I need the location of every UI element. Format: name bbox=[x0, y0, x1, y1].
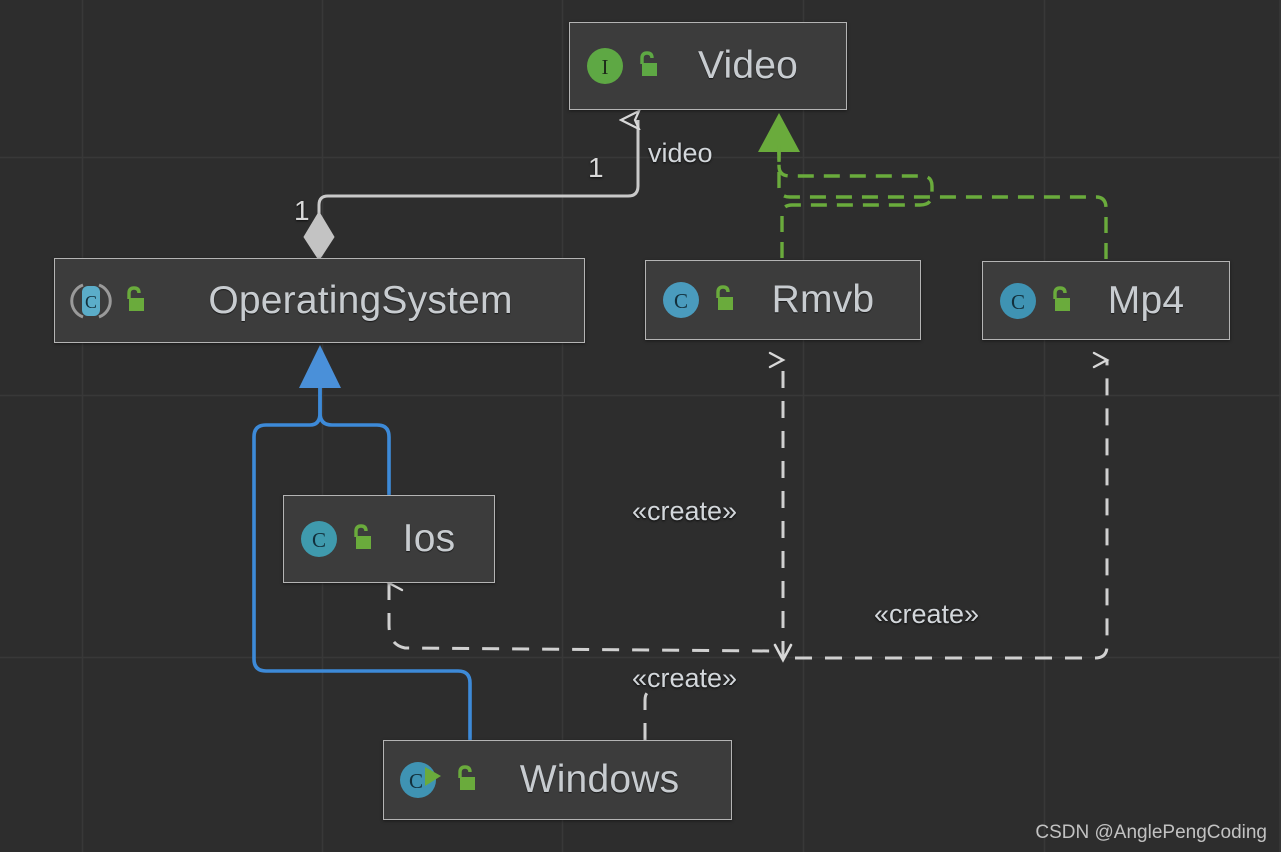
edge-rmvb-video-realization[interactable] bbox=[777, 145, 934, 258]
class-icon: C bbox=[1000, 282, 1036, 319]
edge-windows-ios-create[interactable] bbox=[386, 574, 793, 740]
class-node-label-mp4: Mp4 bbox=[1107, 278, 1185, 322]
edge-os-video-aggregation[interactable] bbox=[303, 120, 638, 261]
interface-icon: I bbox=[587, 48, 623, 84]
multiplicity-source-operatingsystem: 1 bbox=[294, 195, 310, 226]
node-icon-group-rmvb: C bbox=[660, 279, 742, 321]
class-node-windows[interactable]: C Windows bbox=[383, 740, 732, 820]
multiplicity-target-video: 1 bbox=[588, 152, 604, 183]
class-node-rmvb[interactable]: C Rmvb bbox=[645, 260, 921, 340]
svg-text:C: C bbox=[409, 769, 423, 793]
svg-text:C: C bbox=[85, 292, 97, 312]
unlocked-padlock-icon bbox=[1053, 285, 1070, 311]
svg-text:C: C bbox=[1011, 290, 1025, 314]
node-icon-group-video: I bbox=[584, 45, 666, 87]
node-icon-group-mp4: C bbox=[997, 280, 1079, 322]
node-icon-group-operatingsystem: C bbox=[69, 279, 153, 323]
edge-label-create-rmvb: «create» bbox=[632, 496, 738, 526]
edge-windows-mp4-create[interactable] bbox=[795, 351, 1110, 660]
class-node-label-ios: Ios bbox=[402, 517, 456, 560]
class-node-label-rmvb: Rmvb bbox=[771, 278, 875, 321]
class-node-video[interactable]: I Video bbox=[569, 22, 847, 110]
watermark-text: CSDN @AnglePengCoding bbox=[1035, 822, 1267, 843]
class-node-operatingsystem[interactable]: C OperatingSystem bbox=[54, 258, 585, 343]
edge-label-create-mp4: «create» bbox=[874, 599, 980, 629]
node-icon-group-windows: C bbox=[398, 759, 484, 801]
svg-text:I: I bbox=[602, 55, 609, 79]
edge-mp4-video-realization[interactable] bbox=[758, 113, 1108, 259]
unlocked-padlock-icon bbox=[640, 51, 657, 76]
edge-ios-os-inheritance[interactable] bbox=[318, 388, 391, 495]
unlocked-padlock-icon bbox=[716, 285, 733, 310]
node-icon-group-ios: C bbox=[298, 518, 380, 560]
class-node-label-operatingsystem: OperatingSystem bbox=[208, 278, 513, 322]
class-node-mp4[interactable]: C Mp4 bbox=[982, 261, 1230, 340]
unlocked-padlock-icon bbox=[354, 524, 371, 549]
svg-text:C: C bbox=[674, 289, 688, 313]
svg-text:C: C bbox=[312, 528, 326, 552]
class-run-icon: C bbox=[400, 762, 441, 798]
class-icon: C bbox=[663, 282, 699, 318]
class-node-label-windows: Windows bbox=[519, 758, 680, 801]
unlocked-padlock-icon bbox=[127, 285, 144, 311]
edge-label-video-role: video bbox=[648, 138, 713, 168]
edge-label-create-ios: «create» bbox=[632, 663, 738, 693]
class-icon: C bbox=[301, 521, 337, 557]
class-node-ios[interactable]: C Ios bbox=[283, 495, 495, 583]
edge-windows-os-inheritance[interactable] bbox=[252, 345, 472, 740]
abstract-class-icon: C bbox=[70, 283, 112, 318]
class-node-label-video: Video bbox=[697, 44, 799, 87]
unlocked-padlock-icon bbox=[458, 765, 475, 790]
